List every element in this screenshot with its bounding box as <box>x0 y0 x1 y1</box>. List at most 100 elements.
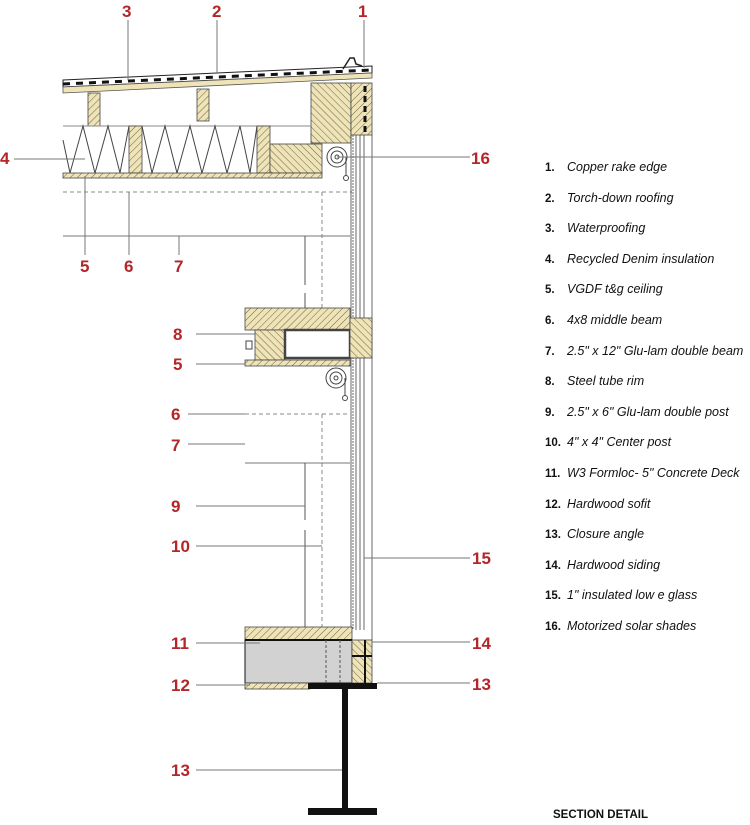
roof-deck <box>62 72 373 94</box>
legend-number: 14. <box>545 559 561 572</box>
hardwood-siding <box>351 639 373 684</box>
legend-item: 6. 4x8 middle beam <box>545 313 750 344</box>
callout-2: 2 <box>212 2 221 21</box>
legend-text: Waterproofing <box>567 221 646 236</box>
ceiling-board <box>244 359 351 367</box>
callout-6b: 6 <box>171 405 180 424</box>
ceiling-board <box>62 172 323 179</box>
steel-tube-rim <box>283 328 352 360</box>
upper-beams <box>63 191 352 310</box>
legend-item: 3. Waterproofing <box>545 221 750 252</box>
middle-floor <box>244 307 373 367</box>
steel-beam-web <box>342 689 348 809</box>
callout-10: 10 <box>171 537 190 556</box>
legend-item: 4. Recycled Denim insulation <box>545 252 750 283</box>
steel-beam-flange <box>308 808 377 815</box>
insulation-zone <box>62 124 323 179</box>
callout-3: 3 <box>122 2 131 21</box>
solar-shade-upper <box>326 146 349 181</box>
edge-block <box>350 82 373 136</box>
stud <box>128 125 143 174</box>
legend-text: Hardwood siding <box>567 557 661 572</box>
legend-item: 1. Copper rake edge <box>545 160 750 191</box>
legend-number: 15. <box>545 590 561 603</box>
floor-finish <box>244 626 353 641</box>
legend-item: 14. Hardwood siding <box>545 558 750 589</box>
nailer-block <box>269 143 323 174</box>
solar-shade-lower <box>325 367 348 401</box>
rafter <box>87 92 101 127</box>
callout-labels: 1 2 3 4 5 6 7 16 8 5 6 7 9 10 15 11 14 1… <box>0 2 491 780</box>
legend-item: 7. 2.5" x 12" Glu-lam double beam <box>545 344 750 375</box>
legend-item: 13. Closure angle <box>545 527 750 558</box>
hardwood-sofit <box>244 682 311 690</box>
callout-6: 6 <box>124 257 133 276</box>
callout-7: 7 <box>174 257 183 276</box>
legend-text: Recycled Denim insulation <box>567 251 715 266</box>
legend-number: 9. <box>545 406 555 419</box>
callout-9: 9 <box>171 497 180 516</box>
concrete-deck <box>244 639 353 684</box>
leader-lines <box>14 20 470 771</box>
glazing <box>350 135 373 640</box>
legend-number: 7. <box>545 345 555 358</box>
callout-12: 12 <box>171 676 190 695</box>
legend-text: Hardwood sofit <box>567 496 651 511</box>
legend-item: 12. Hardwood sofit <box>545 497 750 528</box>
legend-item: 2. Torch-down roofing <box>545 191 750 222</box>
denim-insulation <box>62 124 130 175</box>
legend-text: 4" x 4" Center post <box>567 435 672 450</box>
legend-item: 5.VGDF t&g ceiling <box>545 282 750 313</box>
legend-text: 2.5" x 6" Glu-lam double post <box>567 404 729 419</box>
copper-rake-edge <box>342 57 363 70</box>
roof-assembly <box>62 57 373 144</box>
legend-number: 16. <box>545 620 561 633</box>
callout-7b: 7 <box>171 436 180 455</box>
legend-number: 8. <box>545 376 555 389</box>
drawing-title: SECTION DETAIL <box>553 809 648 821</box>
legend-number: 3. <box>545 223 555 236</box>
callout-13: 13 <box>472 675 491 694</box>
legend-item: 9. 2.5" x 6" Glu-lam double post <box>545 405 750 436</box>
legend: 1.Copper rake edge 2.Torch-down roofing … <box>545 160 750 650</box>
closure-angle <box>308 683 377 689</box>
legend-number: 6. <box>545 314 555 327</box>
legend-item: 11. W3 Formloc- 5" Concrete Deck <box>545 466 750 497</box>
legend-item: 16. Motorized solar shades <box>545 619 750 650</box>
legend-text: Copper rake edge <box>567 160 668 174</box>
legend-number: 10. <box>545 437 561 450</box>
callout-1: 1 <box>358 2 367 21</box>
legend-text: 2.5" x 12" Glu-lam double beam <box>567 343 744 358</box>
legend-text: Torch-down roofing <box>567 190 674 205</box>
legend-item: 8.Steel tube rim <box>545 374 750 405</box>
legend-text: W3 Formloc- 5" Concrete Deck <box>567 465 740 480</box>
callout-16: 16 <box>471 149 490 168</box>
legend-item: 10. 4" x 4" Center post <box>545 435 750 466</box>
callout-4: 4 <box>0 149 10 168</box>
callout-11: 11 <box>171 634 189 653</box>
legend-text: 1" insulated low e glass <box>567 588 698 603</box>
legend-number: 2. <box>545 192 555 205</box>
legend-item: 15. 1" insulated low e glass <box>545 588 750 619</box>
stud <box>256 125 271 174</box>
legend-text: 4x8 middle beam <box>567 312 663 327</box>
rafter <box>196 88 210 122</box>
legend-number: 13. <box>545 529 561 542</box>
legend-number: 11. <box>545 467 561 480</box>
callout-5: 5 <box>80 257 89 276</box>
callout-14: 14 <box>472 634 491 653</box>
legend-text: Closure angle <box>567 527 645 542</box>
callout-13b: 13 <box>171 761 190 780</box>
callout-15: 15 <box>472 549 491 568</box>
callout-5b: 5 <box>173 355 182 374</box>
floor-assembly <box>244 626 377 815</box>
callout-8: 8 <box>173 325 182 344</box>
legend-number: 4. <box>545 253 555 266</box>
glulam-rim-block <box>310 82 352 144</box>
denim-insulation <box>141 124 258 175</box>
legend-text: Motorized solar shades <box>567 618 697 633</box>
legend-number: 12. <box>545 498 561 511</box>
legend-number: 1. <box>545 162 555 174</box>
legend-text: VGDF t&g ceiling <box>567 282 663 297</box>
